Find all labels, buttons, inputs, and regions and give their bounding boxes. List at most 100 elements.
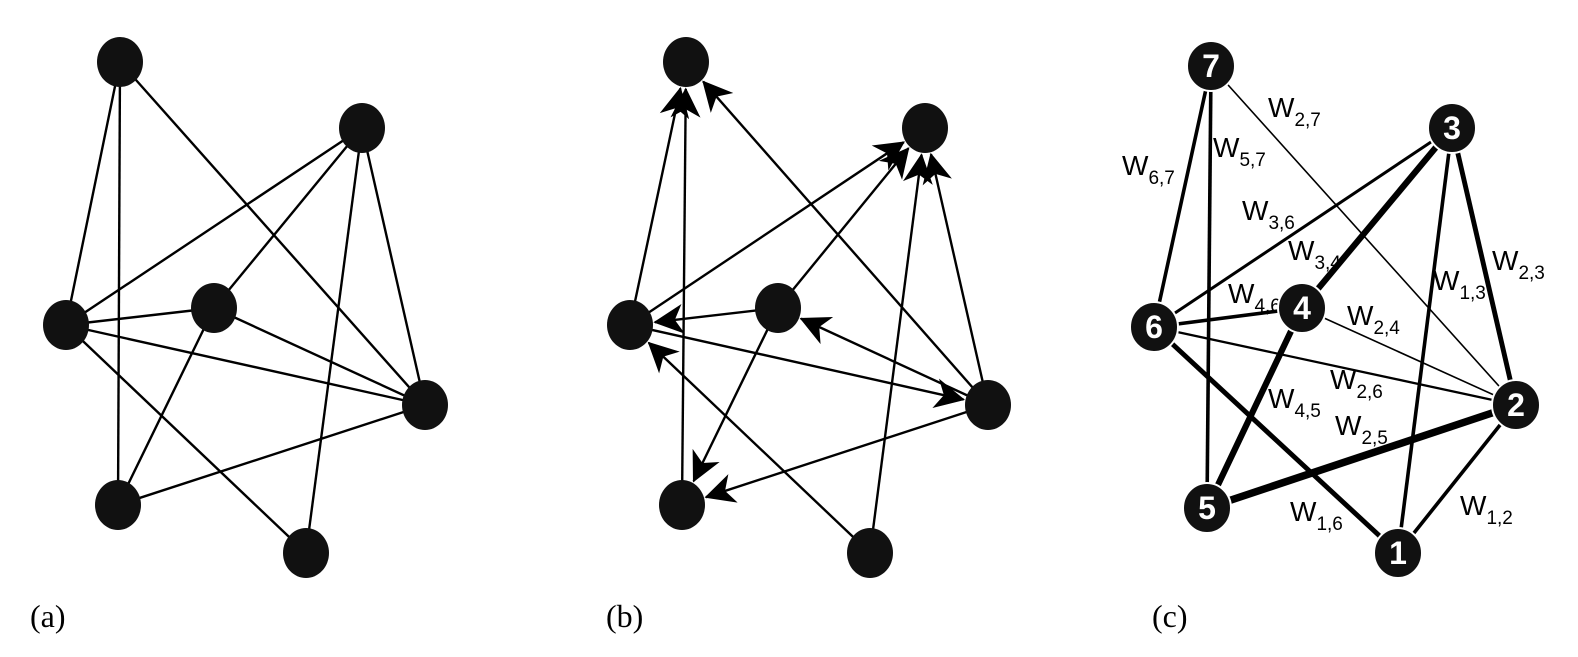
arc-E-to-A bbox=[670, 87, 701, 506]
edge-weight-label-5-7: W5,7 bbox=[1213, 132, 1266, 171]
node-number-label: 6 bbox=[1145, 309, 1163, 345]
arc-F-to-D bbox=[799, 316, 989, 407]
edge-weight-subscript: 2,7 bbox=[1294, 110, 1320, 131]
edge-weight-subscript: 4,6 bbox=[1254, 296, 1280, 317]
edge-weight-symbol: W bbox=[1213, 132, 1240, 163]
arc-D-to-E bbox=[692, 307, 780, 483]
edge-weight-symbol: W bbox=[1122, 150, 1149, 181]
node-E bbox=[659, 480, 705, 530]
edge-A-F bbox=[119, 61, 426, 406]
edge-weight-symbol: W bbox=[1242, 195, 1269, 226]
edge-weight-subscript: 3,4 bbox=[1314, 253, 1341, 274]
arc-C-to-A bbox=[628, 86, 690, 326]
node-6: 6 bbox=[1129, 301, 1179, 353]
edge-weight-label-3-6: W3,6 bbox=[1242, 195, 1295, 234]
panel-b-directed-graph bbox=[607, 37, 1011, 578]
node-1: 1 bbox=[1373, 527, 1423, 579]
node-2: 2 bbox=[1491, 379, 1541, 431]
edge-1-2 bbox=[1396, 403, 1518, 555]
edge-B-D bbox=[213, 127, 363, 309]
edge-weight-subscript: 4,5 bbox=[1294, 401, 1320, 422]
node-7: 7 bbox=[1186, 40, 1236, 92]
node-G bbox=[283, 528, 329, 578]
edge-D-F bbox=[213, 306, 426, 407]
panel-b-label: (b) bbox=[606, 598, 644, 634]
edge-weight-subscript: 3,6 bbox=[1268, 213, 1294, 234]
edge-weight-symbol: W bbox=[1492, 245, 1519, 276]
edge-4-5 bbox=[1204, 306, 1305, 510]
edge-weight-subscript: 5,7 bbox=[1239, 150, 1265, 171]
edge-weight-subscript: 1,3 bbox=[1459, 283, 1485, 304]
edge-weight-subscript: 2,5 bbox=[1361, 428, 1387, 449]
edge-C-G bbox=[65, 324, 307, 554]
edge-weight-label-1-2: W1,2 bbox=[1460, 490, 1513, 529]
node-A bbox=[663, 37, 709, 87]
edge-2-6 bbox=[1153, 325, 1517, 407]
edge-1-6 bbox=[1152, 325, 1400, 555]
arc-F-to-A bbox=[702, 80, 989, 406]
node-D bbox=[755, 283, 801, 333]
node-C bbox=[607, 300, 653, 350]
arc-G-to-C bbox=[647, 341, 871, 554]
node-G bbox=[847, 528, 893, 578]
edge-2-4 bbox=[1301, 307, 1517, 406]
edge-weight-symbol: W bbox=[1268, 92, 1295, 123]
node-circle bbox=[1129, 301, 1179, 353]
node-number-label: 4 bbox=[1293, 290, 1311, 326]
node-5: 5 bbox=[1182, 482, 1232, 534]
edge-weight-subscript: 2,3 bbox=[1518, 263, 1544, 284]
node-F bbox=[402, 380, 448, 430]
edge-B-F bbox=[360, 127, 427, 406]
edge-weight-label-3-4: W3,4 bbox=[1288, 235, 1341, 274]
edge-C-F bbox=[65, 323, 426, 407]
node-number-label: 1 bbox=[1389, 535, 1407, 571]
edge-weight-label-4-5: W4,5 bbox=[1268, 383, 1321, 422]
edge-weight-subscript: 1,6 bbox=[1316, 514, 1342, 535]
node-number-label: 5 bbox=[1198, 490, 1216, 526]
node-B bbox=[339, 103, 385, 153]
edge-C-D bbox=[65, 306, 215, 327]
arc-D-to-B bbox=[777, 147, 910, 309]
edge-weight-symbol: W bbox=[1347, 300, 1374, 331]
node-4: 4 bbox=[1277, 282, 1327, 334]
edge-2-5 bbox=[1205, 401, 1518, 512]
edge-5-7 bbox=[1205, 65, 1213, 509]
node-circle bbox=[1277, 282, 1327, 334]
edge-weight-subscript: 2,6 bbox=[1356, 382, 1382, 403]
edge-D-E bbox=[116, 307, 216, 506]
edge-B-G bbox=[304, 127, 364, 554]
node-number-label: 7 bbox=[1202, 48, 1220, 84]
node-A bbox=[97, 37, 143, 87]
edge-6-7 bbox=[1152, 65, 1213, 328]
node-circle bbox=[1373, 527, 1423, 579]
edge-3-6 bbox=[1153, 126, 1453, 329]
arc-G-to-B bbox=[868, 153, 933, 554]
edge-weight-symbol: W bbox=[1268, 383, 1295, 414]
edge-B-C bbox=[65, 127, 363, 326]
edge-weight-symbol: W bbox=[1335, 410, 1362, 441]
node-B bbox=[902, 103, 948, 153]
node-circle bbox=[1427, 102, 1477, 154]
edge-1-3 bbox=[1396, 127, 1454, 554]
node-circle bbox=[1491, 379, 1541, 431]
panel-c-weighted-graph: W1,2W1,3W1,6W2,3W2,4W2,5W2,6W2,7W3,4W3,6… bbox=[1122, 40, 1545, 579]
edge-weight-label-1-3: W1,3 bbox=[1433, 265, 1486, 304]
edge-3-4 bbox=[1299, 126, 1455, 310]
edge-weight-label-2-5: W2,5 bbox=[1335, 410, 1388, 449]
node-3: 3 bbox=[1427, 102, 1477, 154]
edge-2-3 bbox=[1449, 127, 1519, 406]
edge-weight-symbol: W bbox=[1290, 496, 1317, 527]
panel-a-undirected-graph bbox=[43, 37, 448, 578]
edge-weight-label-2-6: W2,6 bbox=[1330, 364, 1383, 403]
panel-c-label: (c) bbox=[1152, 598, 1188, 634]
edge-weight-symbol: W bbox=[1460, 490, 1487, 521]
node-D bbox=[191, 283, 237, 333]
arc-C-to-B bbox=[629, 141, 905, 326]
edge-weight-subscript: 1,2 bbox=[1486, 508, 1512, 529]
node-circle bbox=[1182, 482, 1232, 534]
edge-weight-label-2-3: W2,3 bbox=[1492, 245, 1545, 284]
node-F bbox=[965, 380, 1011, 430]
arc-F-to-E bbox=[704, 403, 989, 503]
node-circle bbox=[1186, 40, 1236, 92]
